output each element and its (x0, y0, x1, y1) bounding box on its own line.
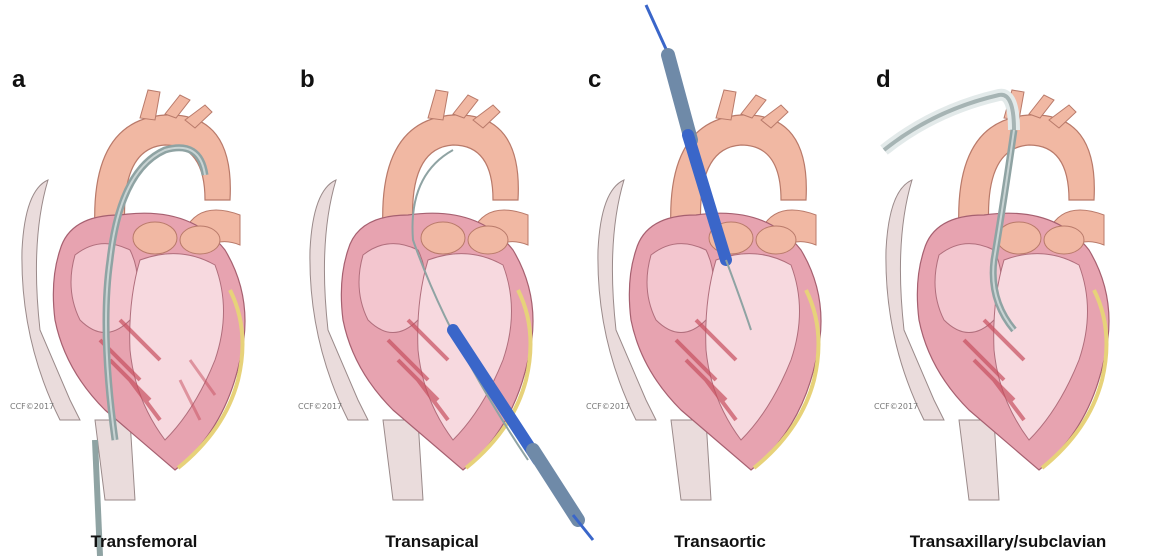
panel-d: d CCF©2017 Transaxillary/subclavian (864, 0, 1152, 556)
heart-drawing (310, 90, 593, 540)
panel-caption: Transapical (288, 532, 576, 552)
heart-drawing (22, 90, 245, 556)
panel-b: b CCF©2017 Transapical (288, 0, 576, 556)
panel-caption: Transaxillary/subclavian (864, 532, 1152, 552)
panel-caption: Transaortic (576, 532, 864, 552)
heart-drawing (598, 5, 821, 500)
copyright-text: CCF©2017 (10, 402, 54, 411)
panel-a: a CCF©2017 Transfemoral (0, 0, 288, 556)
panel-c: c CCF©2017 Transaortic (576, 0, 864, 556)
heart-illustration (576, 0, 864, 556)
copyright-text: CCF©2017 (298, 402, 342, 411)
panel-letter: c (588, 66, 601, 94)
panel-letter: d (876, 66, 891, 94)
copyright-text: CCF©2017 (586, 402, 630, 411)
heart-illustration (0, 0, 288, 556)
panel-caption: Transfemoral (0, 532, 288, 552)
heart-illustration (864, 0, 1152, 556)
heart-illustration (288, 0, 576, 556)
heart-drawing (884, 90, 1109, 500)
panel-letter: a (12, 66, 25, 94)
panel-letter: b (300, 66, 315, 94)
copyright-text: CCF©2017 (874, 402, 918, 411)
